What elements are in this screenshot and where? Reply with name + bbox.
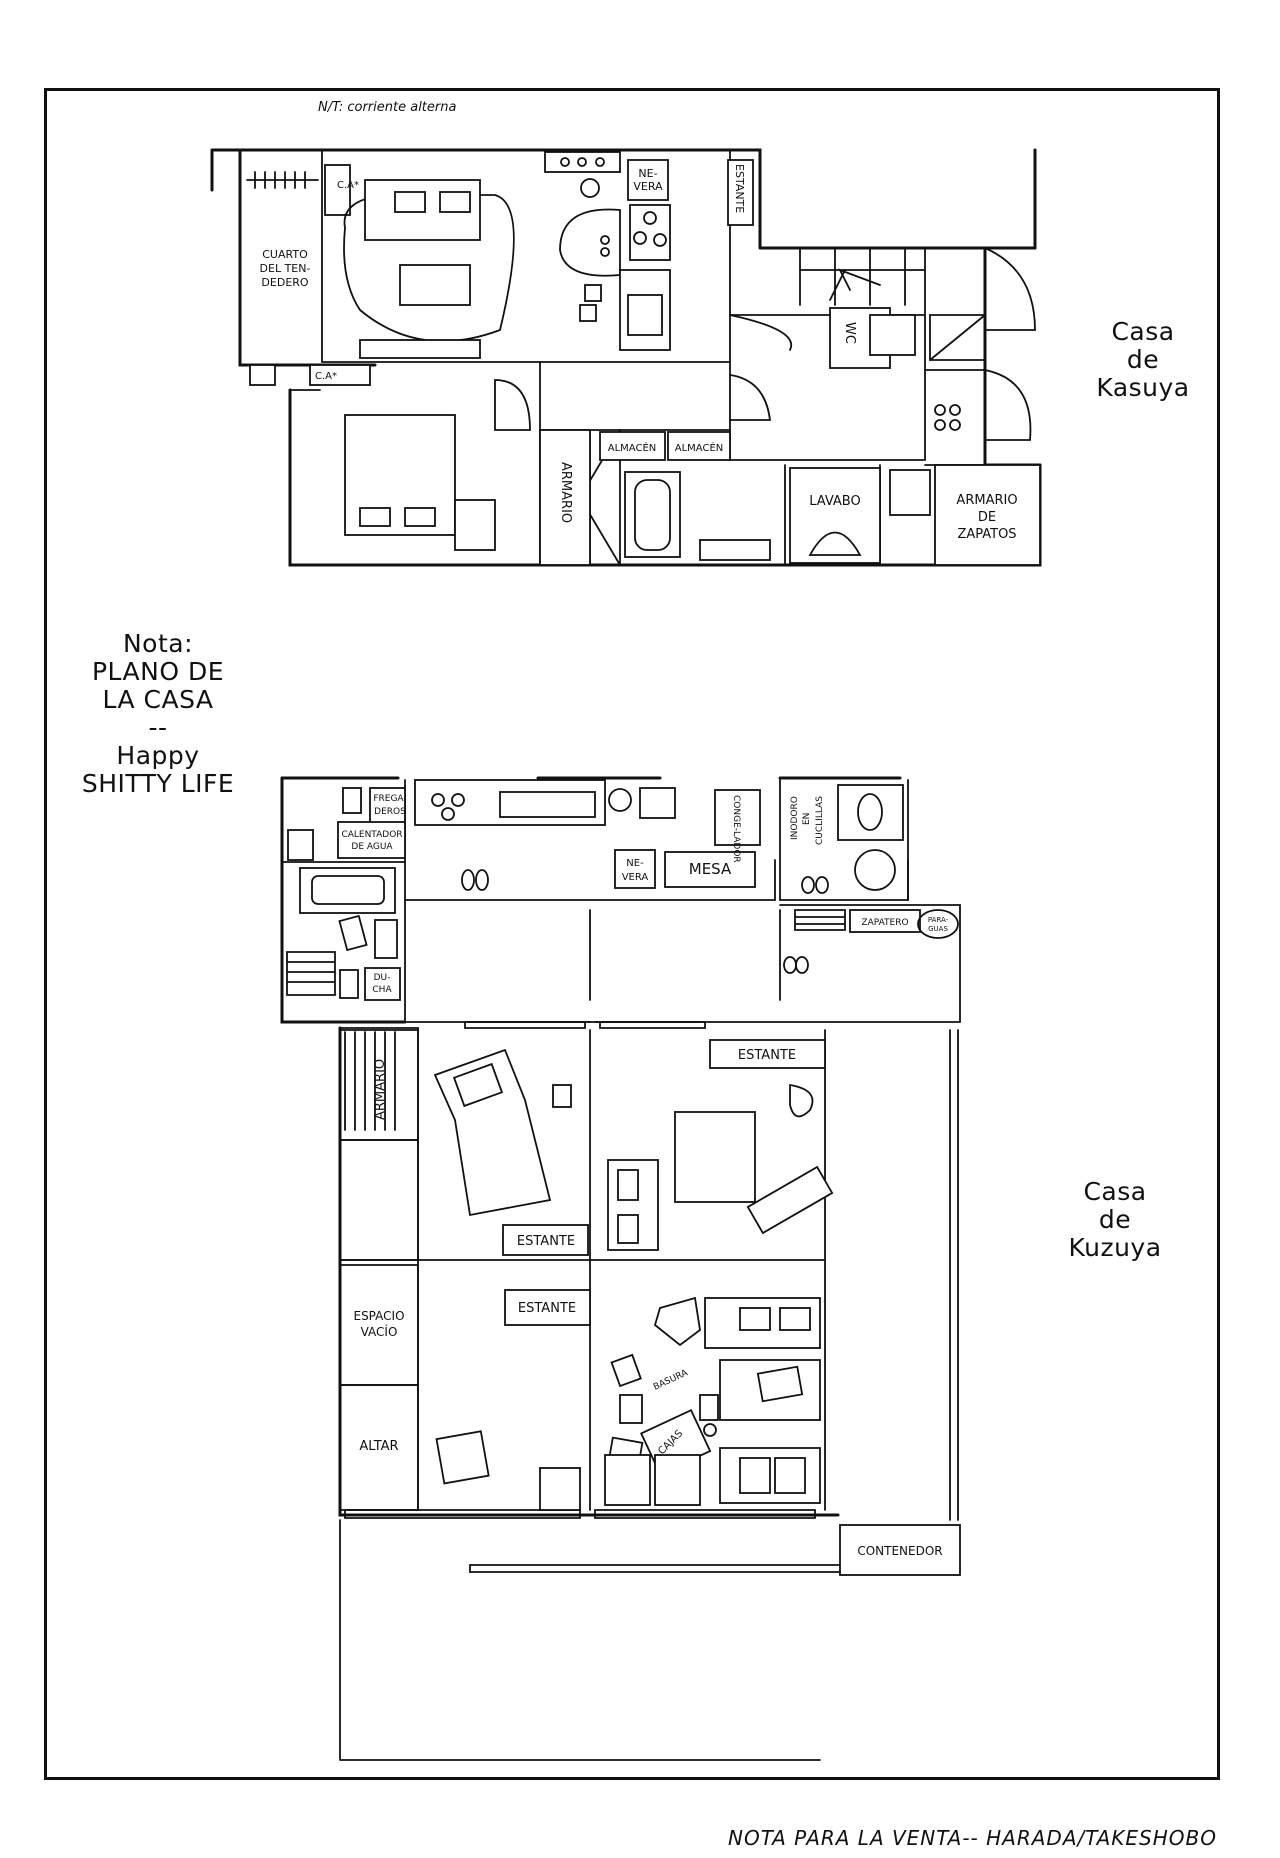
kuzuya-title-line: de xyxy=(1098,1205,1132,1234)
storage-label: ALMACÉN xyxy=(608,441,657,454)
side-note-line: la casa xyxy=(102,685,214,714)
kasuya-title-line: Casa xyxy=(1111,317,1175,346)
trash-label: BASURA xyxy=(652,1368,690,1393)
closet-label: ARMARIO xyxy=(373,1059,388,1120)
freezer-label: CONGE-LADOR xyxy=(731,795,741,863)
empty-space-label: VACÍO xyxy=(361,1324,398,1339)
toilet-label: EN xyxy=(802,813,812,825)
sinks-label: DEROS xyxy=(374,807,406,817)
side-note-line: Shitty Life xyxy=(81,769,235,798)
shelf-label: ESTANTE xyxy=(733,164,746,213)
kasuya-plan xyxy=(210,148,1042,567)
sink-label: LAVABO xyxy=(809,494,860,509)
umbrella-label: GUAS xyxy=(928,925,948,933)
shoe-closet-label: DE xyxy=(978,510,996,525)
laundry-label: DEDERO xyxy=(261,276,308,289)
fridge-label: VERA xyxy=(633,180,663,193)
umbrella-label: PARA- xyxy=(928,916,949,924)
toilet-label: CUCLILLAS xyxy=(815,796,825,845)
shelf-label: ESTANTE xyxy=(738,1048,796,1063)
sinks-label: FREGA- xyxy=(373,794,406,804)
storage-label: ALMACÉN xyxy=(675,441,724,454)
fridge-label: VERA xyxy=(622,872,649,883)
kasuya-title: Casa de Kasuya xyxy=(1078,318,1208,402)
water-heater-label: CALENTADOR xyxy=(341,830,402,840)
side-note-line: -- xyxy=(148,713,168,742)
shoe-rack-label: ZAPATERO xyxy=(861,918,908,928)
shoe-closet-label: ARMARIO xyxy=(956,493,1017,508)
kuzuya-plan xyxy=(280,776,961,1761)
kasuya-labels: C.A* C.A* CUARTO DEL TEN- DEDERO NE- VER… xyxy=(260,164,1018,542)
sale-note-caption: Nota para la venta-- Harada/Takeshobo xyxy=(728,1826,1217,1850)
shelf-label: ESTANTE xyxy=(517,1234,575,1249)
kasuya-title-line: de xyxy=(1126,345,1160,374)
wc-label: WC xyxy=(842,322,857,344)
kasuya-title-line: Kasuya xyxy=(1096,373,1190,402)
kuzuya-title: Casa de Kuzuya xyxy=(1050,1178,1180,1262)
kuzuya-title-line: Kuzuya xyxy=(1068,1233,1162,1262)
laundry-label: DEL TEN- xyxy=(260,262,311,275)
side-note-line: Nota: xyxy=(122,629,194,658)
container-label: CONTENEDOR xyxy=(857,1544,942,1558)
ac-label: C.A* xyxy=(337,180,359,191)
translator-note: N/T: corriente alterna xyxy=(318,100,457,115)
altar-label: ALTAR xyxy=(359,1439,398,1454)
closet-label: ARMARIO xyxy=(558,462,573,523)
toilet-label: INODORO xyxy=(790,796,800,840)
shower-label: DU- xyxy=(374,973,391,983)
side-note-line: plano de xyxy=(91,657,225,686)
kuzuya-labels: FREGA- DEROS CALENTADOR DE AGUA DU- CHA … xyxy=(341,794,948,1558)
fridge-label: NE- xyxy=(626,858,644,869)
panel-frame xyxy=(44,88,1220,1780)
fridge-label: NE- xyxy=(638,167,657,180)
shelf-label: ESTANTE xyxy=(518,1301,576,1316)
ac-label: C.A* xyxy=(315,371,337,382)
side-note-line: Happy xyxy=(116,741,200,770)
table-label: MESA xyxy=(689,860,732,878)
side-note: Nota: plano de la casa -- Happy Shitty L… xyxy=(78,630,238,798)
shoe-closet-label: ZAPATOS xyxy=(957,527,1016,542)
water-heater-label: DE AGUA xyxy=(351,842,393,852)
kuzuya-title-line: Casa xyxy=(1083,1177,1147,1206)
empty-space-label: ESPACIO xyxy=(353,1309,404,1323)
shower-label: CHA xyxy=(372,985,392,995)
laundry-label: CUARTO xyxy=(262,248,308,261)
